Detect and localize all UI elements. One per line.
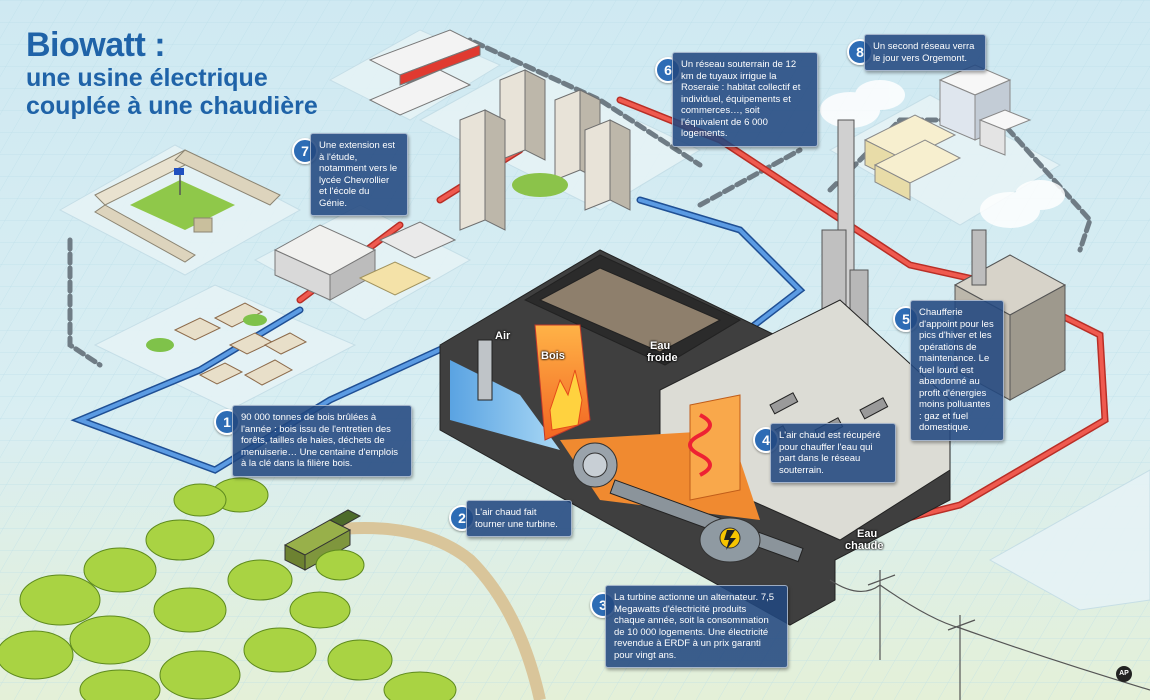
publisher-logo: AP bbox=[1116, 666, 1132, 682]
flame-icon bbox=[549, 369, 583, 431]
title-line3: couplée à une chaudière bbox=[26, 92, 318, 120]
power-lines bbox=[829, 570, 1150, 700]
individual-houses bbox=[146, 302, 308, 386]
smoke bbox=[820, 80, 1065, 228]
orgemont-buildings bbox=[863, 64, 1032, 201]
hot-water-label-2: chaude bbox=[845, 540, 884, 552]
school-building bbox=[273, 221, 457, 301]
forest bbox=[0, 477, 457, 700]
callout-8: Un second réseau verra le jour vers Orge… bbox=[864, 34, 986, 71]
forest-path bbox=[329, 522, 546, 700]
callout-5: Chaufferie d'appoint pour les pics d'hiv… bbox=[910, 300, 1004, 441]
cold-water-label-1: Eau bbox=[650, 340, 671, 352]
callout-1: 90 000 tonnes de bois brûlées à l'année … bbox=[232, 405, 412, 477]
callout-2: L'air chaud fait tourner une turbine. bbox=[466, 500, 572, 537]
hot-water-label-1: Eau bbox=[857, 528, 878, 540]
callout-7: Une extension est à l'étude, notamment v… bbox=[310, 133, 408, 216]
cold-water-label-2: froide bbox=[647, 352, 678, 364]
station-buildings bbox=[368, 29, 482, 116]
callout-4: L'air chaud est récupéré pour chauffer l… bbox=[770, 423, 896, 483]
title-line1: Biowatt : bbox=[26, 26, 166, 64]
wood-label: Bois bbox=[541, 350, 565, 362]
wood-truck bbox=[283, 509, 362, 571]
barracks-school bbox=[94, 149, 281, 263]
flag-icon bbox=[174, 168, 184, 175]
callout-3: La turbine actionne un alternateur. 7,5 … bbox=[605, 585, 788, 668]
callout-6: Un réseau souterrain de 12 km de tuyaux … bbox=[672, 52, 818, 147]
title-line2: une usine électrique bbox=[26, 64, 268, 92]
air-label: Air bbox=[495, 330, 511, 342]
tower-blocks bbox=[459, 69, 631, 231]
